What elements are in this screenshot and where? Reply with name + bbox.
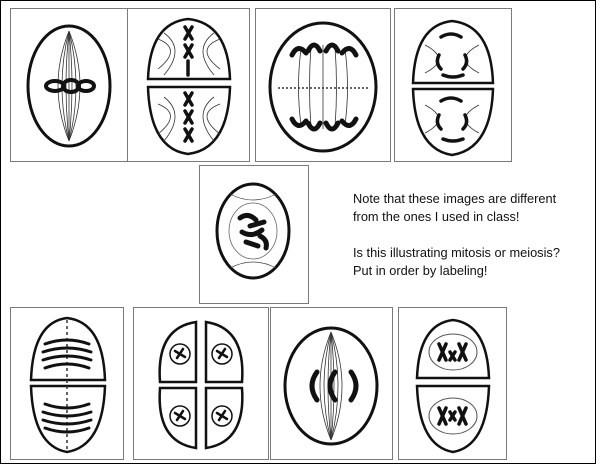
cell-panel-8 <box>270 307 393 460</box>
cell-panel-5 <box>199 165 309 304</box>
cell-panel-6 <box>10 307 124 460</box>
cell-panel-4 <box>394 8 512 162</box>
cell-panel-7 <box>133 307 269 460</box>
cell-panel-1 <box>10 8 128 162</box>
instructions-note: Note that these images are different fro… <box>353 190 593 280</box>
note-line-3: Is this illustrating mitosis or meiosis? <box>353 244 593 262</box>
cell-panel-2 <box>127 8 250 162</box>
note-line-1: Note that these images are different <box>353 190 593 208</box>
cell-panel-3 <box>255 8 391 162</box>
note-line-4: Put in order by labeling! <box>353 262 593 280</box>
note-line-2: from the ones I used in class! <box>353 208 593 226</box>
cell-panel-9 <box>398 307 507 460</box>
